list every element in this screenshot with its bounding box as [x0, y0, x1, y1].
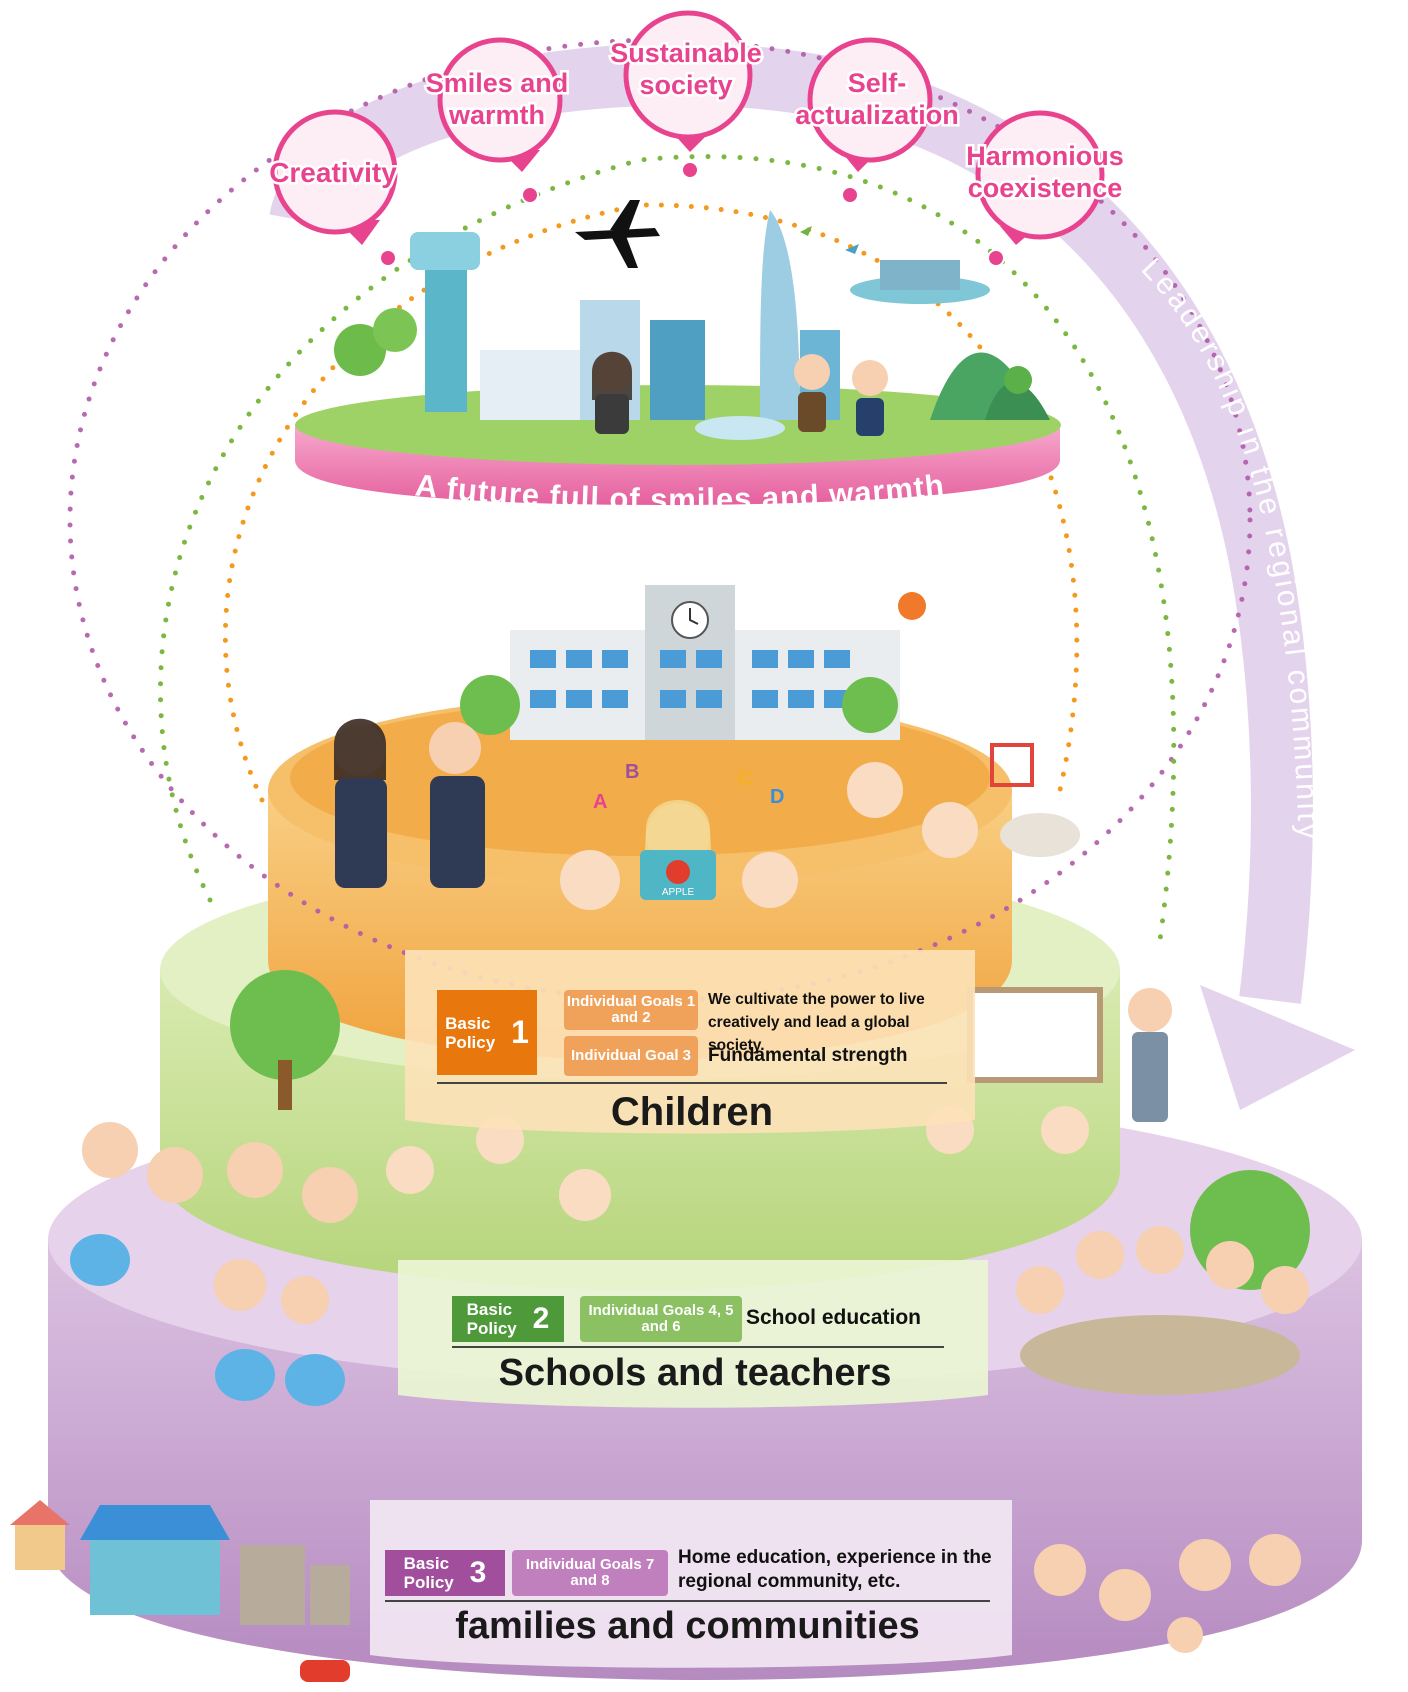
families-title: families and communities [455, 1605, 920, 1647]
individual-goal-3: Individual Goal 3 [564, 1036, 698, 1076]
surrounding-illustrations [10, 970, 1310, 1682]
basic-policy-3-number: 3 [469, 1556, 487, 1589]
letter-c: C [738, 768, 752, 790]
children-title: Children [610, 1090, 774, 1134]
schools-title: Schools and teachers [498, 1352, 892, 1394]
tablet-word: APPLE [662, 887, 695, 898]
children-illustration: APPLE A B C D [334, 718, 1080, 910]
schools-rule [452, 1346, 944, 1348]
children-rule [437, 1082, 947, 1084]
value-creativity: Creativity [269, 157, 397, 188]
school-building [460, 585, 926, 740]
basic-policy-1-label: Basic Policy [445, 1013, 496, 1052]
letter-d: D [770, 786, 784, 808]
families-rule [385, 1600, 990, 1602]
schools-description: School education [746, 1306, 922, 1329]
basic-policy-3-badge: Basic Policy 3 [385, 1550, 505, 1596]
value-self-actualization: Self-actualization [795, 68, 959, 130]
individual-goals-7-8: Individual Goals 7 and 8 [512, 1550, 668, 1596]
value-bubble-creativity [272, 109, 398, 245]
basic-policy-3-label: Basic Policy [403, 1554, 454, 1592]
children-description: We cultivate the power to live creativel… [708, 991, 925, 1054]
basic-policy-2-number: 2 [532, 1302, 550, 1335]
individual-goals-1-2: Individual Goals 1 and 2 [564, 990, 698, 1030]
letter-b: B [625, 761, 639, 783]
basic-policy-1-badge: Basic Policy 1 [437, 990, 537, 1075]
families-description: Home education, experience in the region… [678, 1547, 992, 1592]
basic-policy-2-badge: Basic Policy 2 [452, 1296, 564, 1342]
value-bubble-sustainable [623, 10, 753, 152]
value-bubble-self [807, 37, 933, 172]
basic-policy-1-number: 1 [511, 1014, 529, 1050]
value-bubble-harmonious [975, 110, 1105, 245]
future-city-platform [295, 200, 1061, 505]
letter-a: A [593, 791, 607, 813]
value-pins [272, 10, 1105, 267]
individual-goals-4-5-6: Individual Goals 4, 5 and 6 [580, 1296, 742, 1342]
children-fundamental-strength: Fundamental strength [708, 1045, 908, 1066]
value-bubble-smiles [437, 37, 563, 172]
basic-policy-2-label: Basic Policy [466, 1300, 517, 1338]
